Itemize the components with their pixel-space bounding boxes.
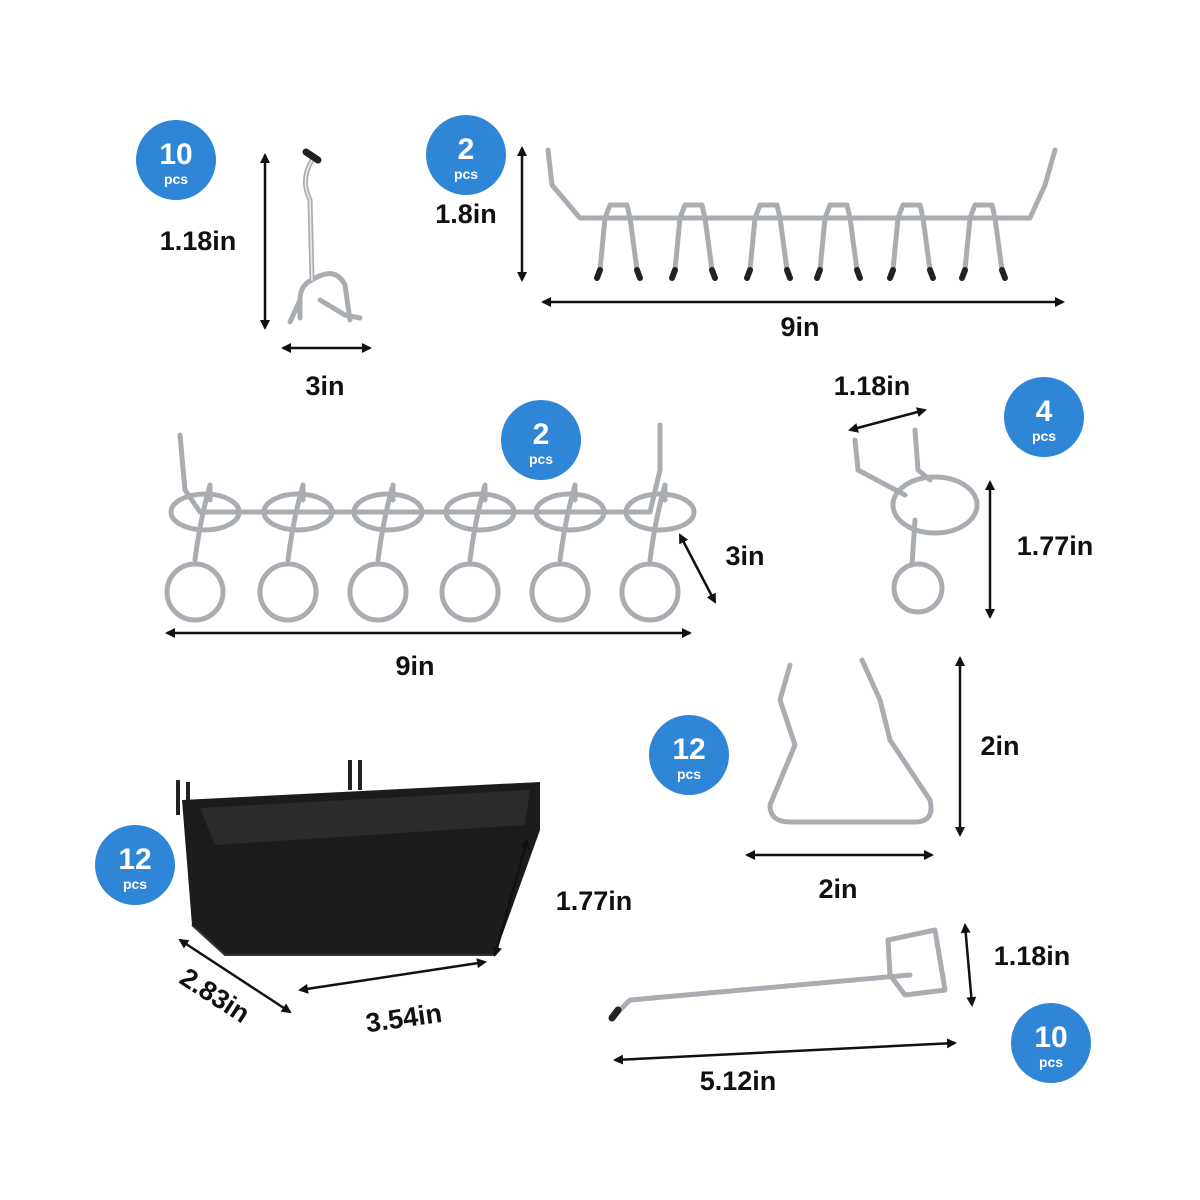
dim-label: 1.18in	[160, 226, 237, 256]
rack-prong	[962, 202, 1005, 273]
badge-unit: pcs	[529, 451, 553, 467]
dim-label: 3in	[725, 541, 764, 571]
rack-prong	[747, 202, 790, 273]
loop-hook	[767, 657, 934, 825]
dim-label: 3.54in	[364, 998, 444, 1038]
rack-ring	[439, 561, 501, 623]
dim-label: 1.18in	[834, 371, 911, 401]
rack-ring	[347, 561, 409, 623]
dim-label: 2.83in	[175, 962, 256, 1029]
badge-unit: pcs	[123, 876, 147, 892]
dimension-arrows	[165, 146, 1065, 1065]
badge-count: 10	[1034, 1021, 1067, 1054]
dim-label: 2in	[818, 874, 857, 904]
rack-prong	[597, 202, 640, 273]
dim-label: 1.18in	[994, 941, 1071, 971]
dim-label: 9in	[780, 312, 819, 342]
rack-ring	[529, 561, 591, 623]
badge-count: 10	[159, 138, 192, 171]
ring-rack	[164, 422, 697, 623]
rack-prong	[817, 202, 860, 273]
dim-label: 3in	[305, 371, 344, 401]
dim-label: 1.8in	[435, 199, 497, 229]
badge-unit: pcs	[1032, 428, 1056, 444]
rack-prong	[890, 202, 933, 273]
badge-count: 4	[1036, 395, 1053, 428]
single-hook	[287, 148, 363, 325]
badge-unit: pcs	[164, 171, 188, 187]
black-bin	[176, 760, 540, 956]
dim-label: 9in	[395, 651, 434, 681]
rack-ring	[164, 561, 226, 623]
rack-ring	[619, 561, 681, 623]
badge-unit: pcs	[454, 166, 478, 182]
dim-label: 1.77in	[556, 886, 633, 916]
screwdriver-rack	[545, 147, 1058, 281]
badge-unit: pcs	[677, 766, 701, 782]
dim-label: 2in	[980, 731, 1019, 761]
badge-count: 12	[118, 843, 151, 876]
long-hook	[608, 927, 948, 1022]
rack-ring	[257, 561, 319, 623]
dim-label: 1.77in	[1017, 531, 1094, 561]
ring-hook	[852, 427, 980, 615]
badge-count: 2	[533, 418, 550, 451]
badge-unit: pcs	[1039, 1054, 1063, 1070]
badge-count: 2	[458, 133, 475, 166]
dim-label: 5.12in	[700, 1066, 777, 1096]
badge-count: 12	[672, 733, 705, 766]
rack-prong	[672, 202, 715, 273]
